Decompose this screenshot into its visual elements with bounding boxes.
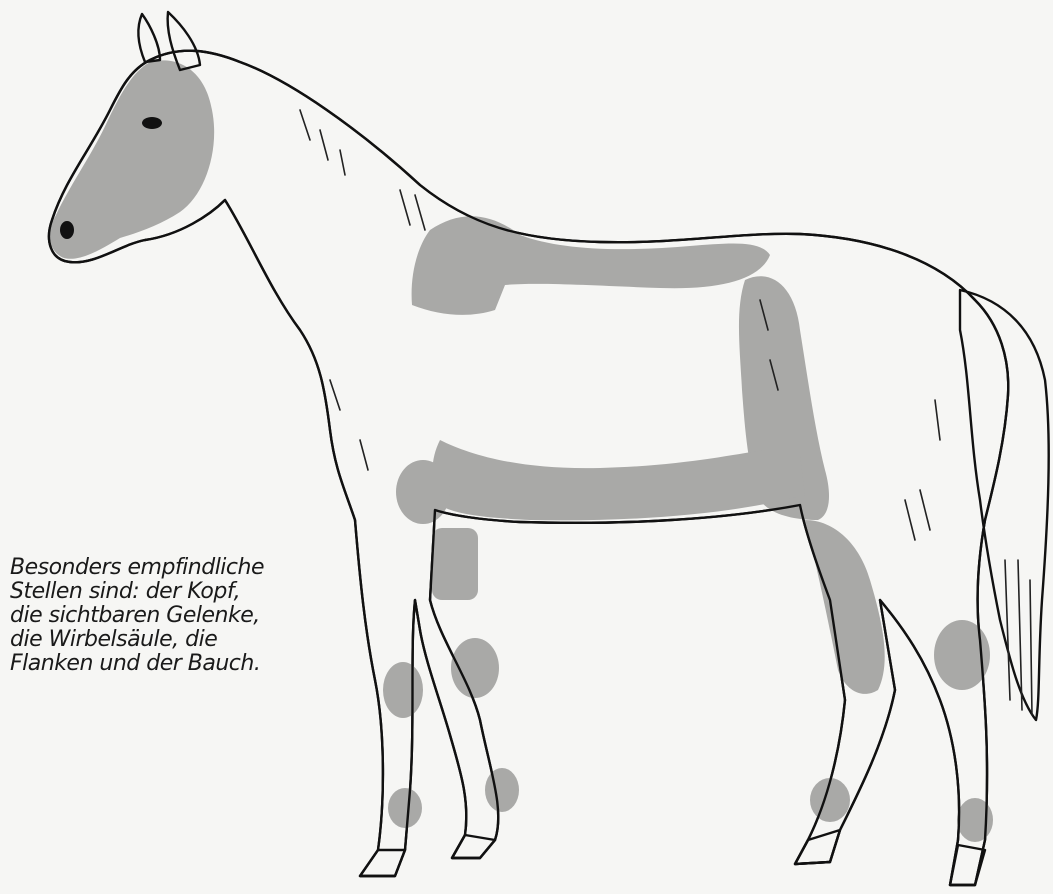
hind-left-hoof <box>795 830 840 864</box>
elbow-shading <box>396 460 450 524</box>
eye <box>142 117 162 129</box>
head-shading <box>50 60 214 258</box>
withers-spine-shading <box>412 216 770 315</box>
caption-line: Flanken und der Bauch. <box>10 652 330 676</box>
caption-line: die Wirbelsäule, die <box>10 628 330 652</box>
caption-line: Besonders empfindliche <box>10 556 330 580</box>
caption-line: die sichtbaren Gelenke, <box>10 604 330 628</box>
caption-line: Stellen sind: der Kopf, <box>10 580 330 604</box>
forearm-shading <box>432 528 478 600</box>
right-fetlock-joint-shading <box>485 768 519 812</box>
front-right-hoof <box>452 835 495 858</box>
nostril <box>60 221 74 239</box>
stifle-shading <box>805 520 885 694</box>
left-fetlock-joint-shading <box>388 788 422 828</box>
front-left-hoof <box>360 850 405 876</box>
left-knee-joint-shading <box>383 662 423 718</box>
left-ear <box>138 14 160 62</box>
caption: Besonders empfindliche Stellen sind: der… <box>10 556 330 676</box>
